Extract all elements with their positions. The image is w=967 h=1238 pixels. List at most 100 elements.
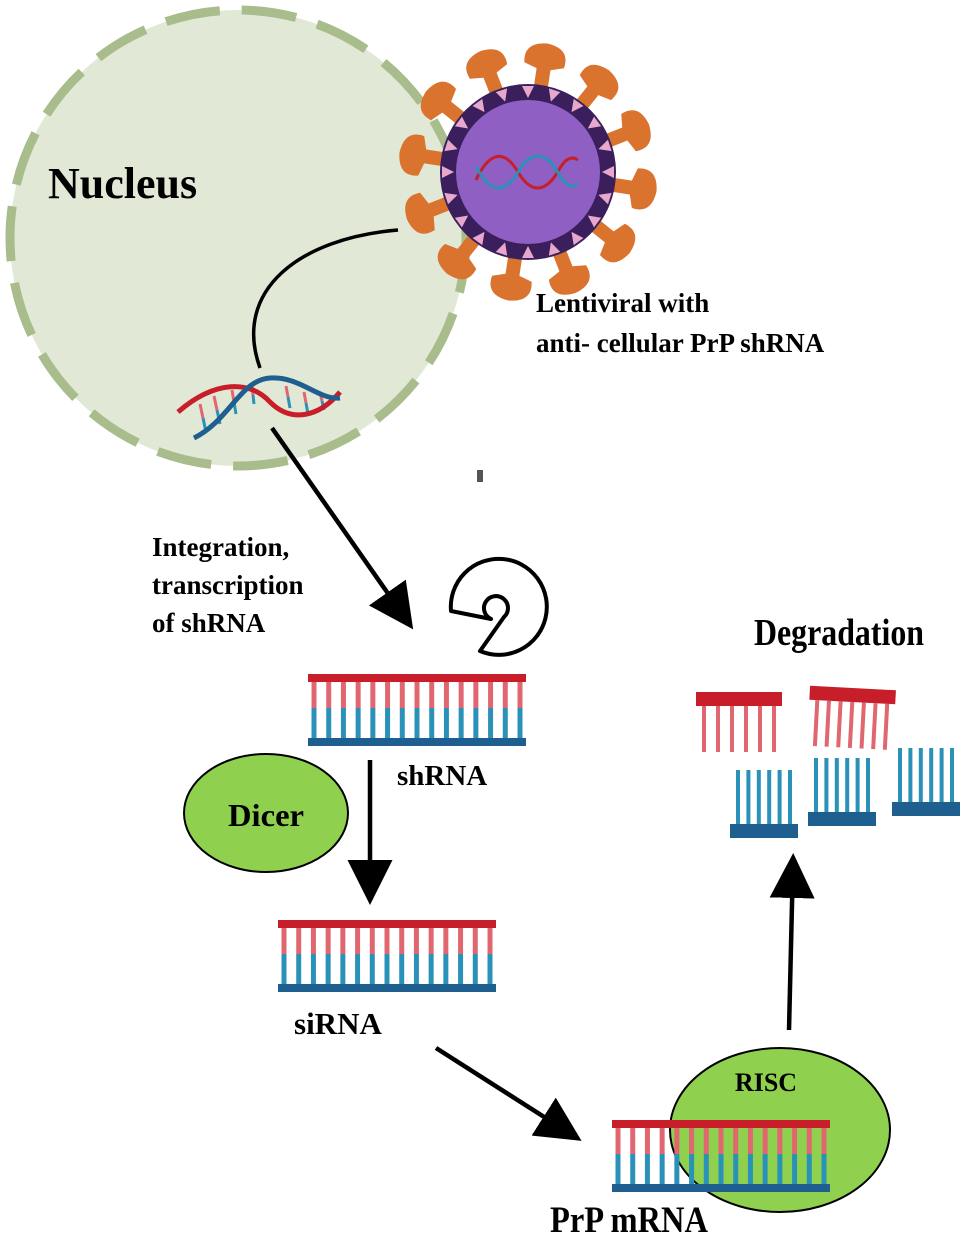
virus-core [456, 100, 600, 244]
red-fragment [809, 685, 896, 750]
rung-blue [777, 1154, 783, 1184]
rung-red [821, 1124, 827, 1154]
rung-blue [718, 1154, 724, 1184]
dna-rung [286, 396, 292, 409]
sirna-label: siRNA [294, 1006, 382, 1041]
rung-red [429, 678, 435, 708]
dna-rung [198, 403, 205, 419]
rung-red [384, 924, 390, 954]
virus-tooth [472, 98, 485, 113]
strand-red [278, 920, 496, 928]
virus-entry-curve [252, 228, 399, 369]
rung-blue [630, 1154, 636, 1184]
blue-fragment [892, 748, 960, 816]
rung-blue [428, 954, 434, 984]
arrow-to-risc [434, 1046, 582, 1141]
virus-spike [610, 168, 657, 210]
rung-red [615, 1124, 621, 1154]
rung-red [806, 1124, 812, 1154]
strand-red [612, 1120, 830, 1128]
strand-red [308, 674, 526, 682]
rung-blue [399, 954, 405, 984]
virus-spike [399, 134, 446, 176]
stray-mark [477, 470, 483, 482]
strand-blue [278, 984, 496, 992]
rung-blue [340, 954, 346, 984]
rung-blue [296, 954, 302, 984]
sirna-duplex [278, 920, 496, 992]
rung-red [703, 1124, 709, 1154]
virus-tooth [454, 116, 469, 129]
rung-red [325, 924, 331, 954]
rung-red [733, 1124, 739, 1154]
rung-blue [473, 708, 479, 738]
virus-tooth [548, 242, 561, 256]
dna-helix-icon [176, 375, 342, 441]
rung-blue [821, 1154, 827, 1184]
rung-red [689, 1124, 695, 1154]
rung-blue [414, 708, 420, 738]
rung-red [340, 678, 346, 708]
virus-tooth [571, 231, 584, 246]
rung-blue [674, 1154, 680, 1184]
rung-red [458, 924, 464, 954]
rung-red [502, 678, 508, 708]
blue-fragment [808, 758, 876, 826]
rung-red [296, 924, 302, 954]
shrna-label: shRNA [397, 760, 487, 792]
arrow-to-degradation [769, 853, 815, 1031]
rung-red [399, 678, 405, 708]
rung-red [399, 924, 405, 954]
rung-red [370, 678, 376, 708]
rung-red [326, 678, 332, 708]
virus-tooth [548, 88, 561, 102]
rung-blue [659, 1154, 665, 1184]
rung-blue [644, 1154, 650, 1184]
integration-label-line3: of shRNA [152, 608, 266, 638]
virus-spike [589, 218, 636, 263]
virus-spike [490, 254, 532, 301]
virus-tooth [522, 86, 534, 98]
rung-red [458, 678, 464, 708]
rung-blue [747, 1154, 753, 1184]
rung-blue [370, 708, 376, 738]
rung-red [355, 678, 361, 708]
rung-blue [429, 708, 435, 738]
rung-red [413, 924, 419, 954]
rung-red [340, 924, 346, 954]
integration-label-line1: Integration, [152, 532, 289, 562]
rung-blue [310, 954, 316, 984]
rung-blue [487, 954, 493, 984]
virus-tooth [495, 88, 508, 102]
lentiviral-label-line1: Lentiviral with [536, 288, 709, 318]
rung-blue [792, 1154, 798, 1184]
rung-red [369, 924, 375, 954]
rung-blue [472, 954, 478, 984]
rung-blue [458, 708, 464, 738]
virus-spike [420, 81, 467, 126]
virus-spikes [399, 43, 657, 301]
nucleus: Nucleus [5, 5, 471, 471]
red-fragment [696, 692, 782, 752]
rung-red [777, 1124, 783, 1154]
virus-tooth [444, 192, 458, 205]
virus-tooth [442, 166, 454, 178]
rung-blue [517, 708, 523, 738]
rung-red [443, 678, 449, 708]
rung-red [792, 1124, 798, 1154]
virus-spike [524, 43, 566, 90]
rung-red [659, 1124, 665, 1154]
rung-blue [413, 954, 419, 984]
rung-red [762, 1124, 768, 1154]
rung-blue [384, 954, 390, 984]
risc-label: RISC [735, 1068, 797, 1097]
virus-tooth [587, 215, 602, 228]
strand-blue [612, 1184, 830, 1192]
virus-tooth [444, 139, 458, 152]
virus-spike [548, 247, 590, 295]
dicer-label: Dicer [228, 797, 304, 833]
rung-red [428, 924, 434, 954]
dna-rung [212, 395, 219, 411]
